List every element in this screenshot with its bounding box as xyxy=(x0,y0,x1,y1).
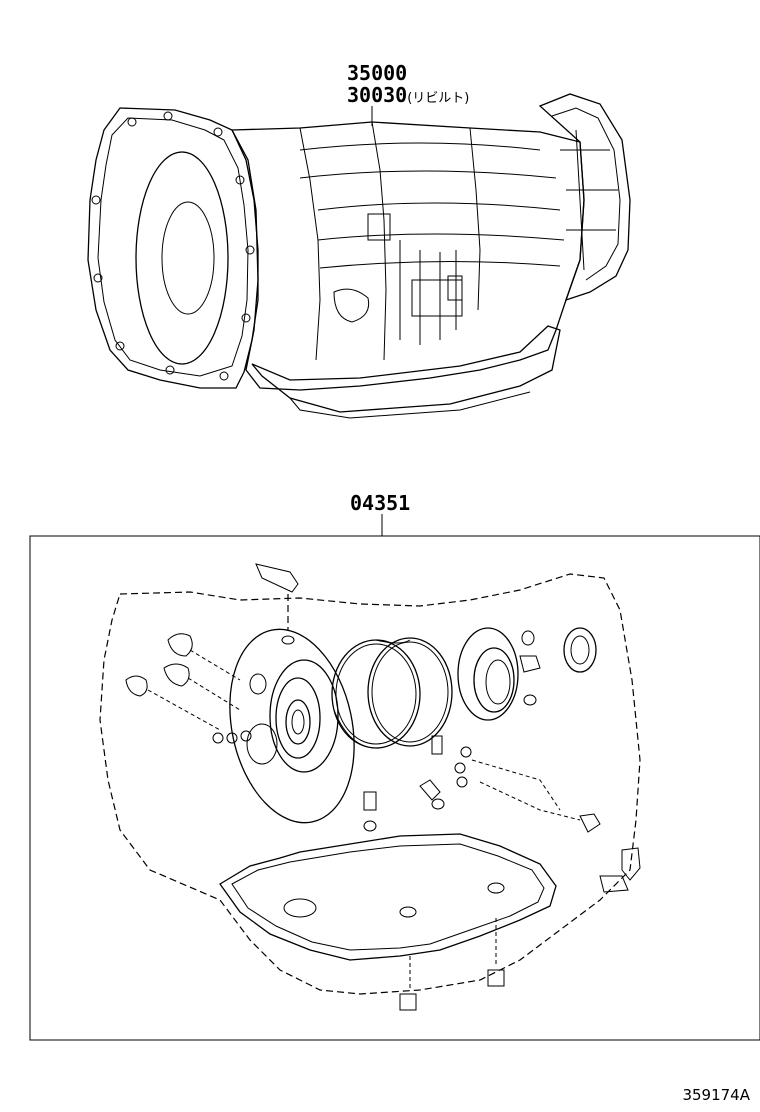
rebuilt-note: (リビルト) xyxy=(407,91,470,106)
diagram-reference-number: 359174A xyxy=(682,1086,750,1104)
assembly-part-number-1: 35000 xyxy=(347,61,408,85)
gasket-kit-part-number: 04351 xyxy=(350,491,411,515)
assembly-part-number-2: 30030 xyxy=(347,83,408,107)
assembly-part-number-2-group: 30030(リビルト) xyxy=(347,84,469,110)
gasket-kit-frame xyxy=(29,535,760,1041)
